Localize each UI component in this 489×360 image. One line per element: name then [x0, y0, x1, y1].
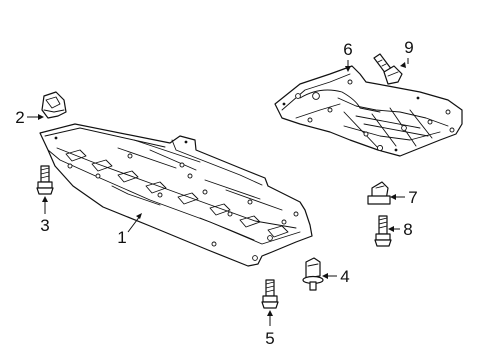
leader-lines	[27, 58, 409, 326]
callout-1: 1	[117, 228, 126, 247]
rear-under-cover	[274, 65, 463, 157]
callout-5: 5	[265, 329, 274, 348]
callout-8: 8	[403, 220, 412, 239]
bolt-5	[261, 279, 279, 309]
bolt-9	[373, 53, 403, 85]
retainer-clip	[367, 181, 391, 205]
clip-nut	[41, 91, 67, 119]
bolt-8	[374, 215, 392, 247]
callout-9: 9	[404, 38, 413, 57]
callout-7: 7	[408, 188, 417, 207]
callout-4: 4	[340, 267, 349, 286]
callout-3: 3	[40, 216, 49, 235]
bolt-3	[36, 165, 54, 195]
push-clip	[302, 257, 324, 291]
engine-under-cover	[39, 123, 313, 267]
callout-2: 2	[15, 108, 24, 127]
callout-6: 6	[343, 40, 352, 59]
